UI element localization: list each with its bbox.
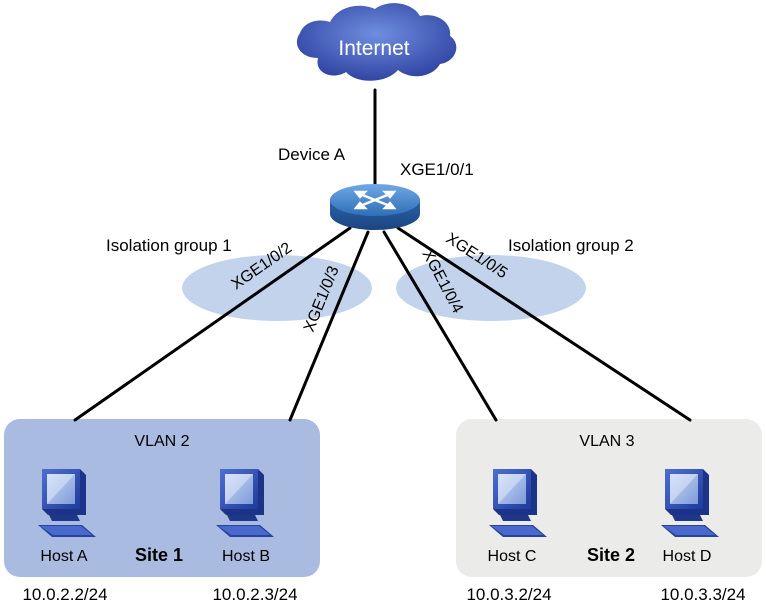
uplink-port-label: XGE1/0/1 (400, 160, 474, 179)
host-c-ip: 10.0.3.2/24 (466, 585, 551, 604)
host-a-label: Host A (40, 548, 87, 565)
site1-area (4, 419, 320, 577)
host-d-label: Host D (663, 548, 712, 565)
host-b-label: Host B (222, 548, 270, 565)
link-host-d (396, 226, 692, 422)
site-2-label: Site 2 (587, 545, 635, 565)
vlan-2-label: VLAN 2 (134, 433, 189, 450)
router-icon (330, 184, 420, 230)
links (73, 88, 692, 422)
link-host-a (73, 226, 352, 422)
host-d-ip: 10.0.3.3/24 (660, 585, 745, 604)
internet-label: Internet (338, 37, 409, 60)
device-name: Device A (278, 145, 346, 164)
host-c-label: Host C (488, 548, 537, 565)
isolation-group-1-area (182, 255, 372, 321)
site2-area (456, 419, 762, 577)
link-host-b (288, 230, 370, 422)
host-a-ip: 10.0.2.2/24 (22, 585, 107, 604)
site-1-label: Site 1 (135, 545, 183, 565)
internet-cloud-icon (296, 3, 457, 81)
link-host-c (382, 230, 498, 422)
isolation-group-1-label: Isolation group 1 (106, 236, 232, 255)
vlan-3-label: VLAN 3 (579, 433, 634, 450)
host-b-ip: 10.0.2.3/24 (212, 585, 297, 604)
isolation-group-2-label: Isolation group 2 (508, 236, 634, 255)
